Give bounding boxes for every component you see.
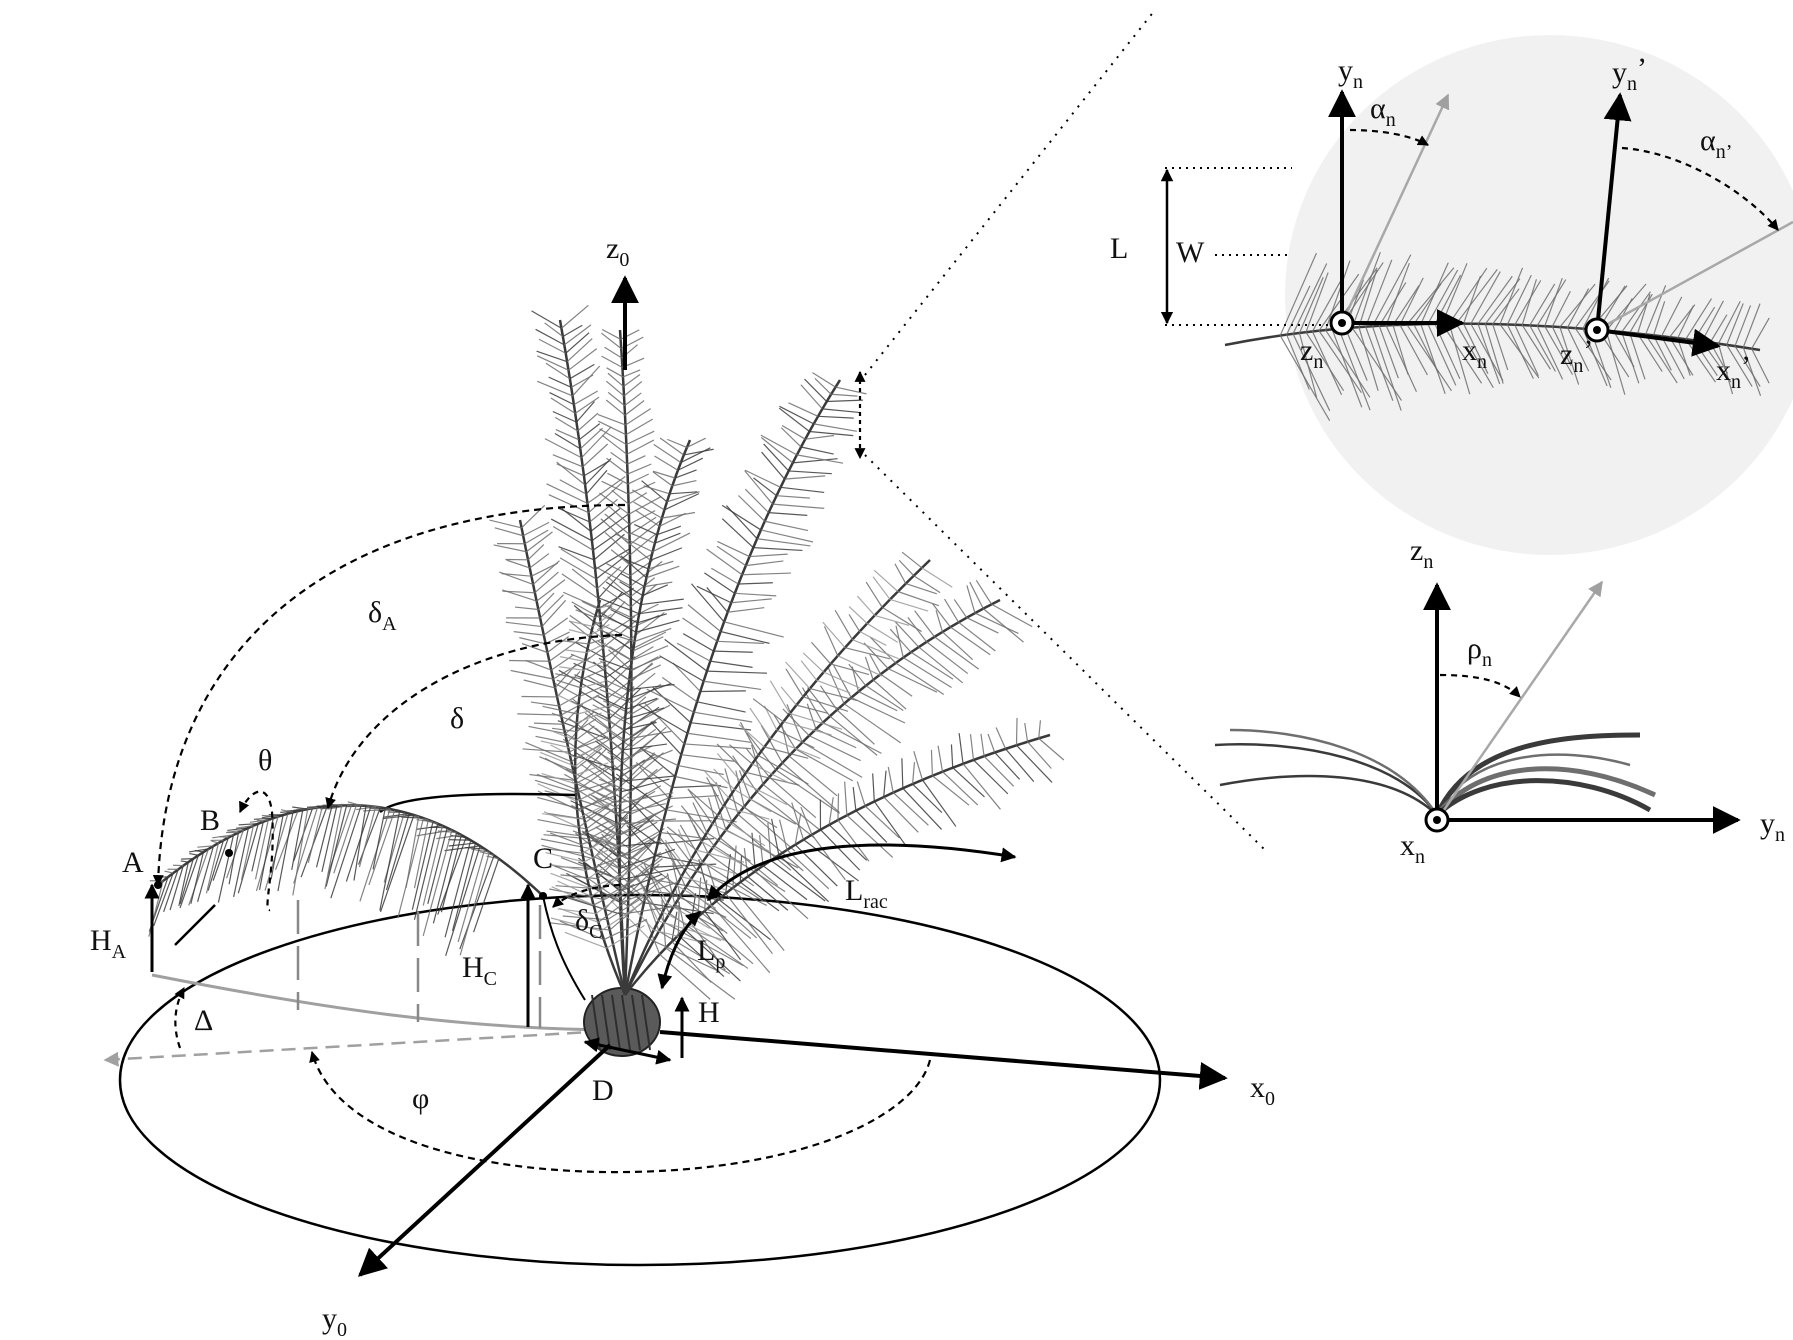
palm-tree-illustration bbox=[148, 304, 1065, 1057]
label-point-C: C bbox=[533, 842, 553, 875]
ground-curve bbox=[151, 973, 626, 1032]
label-W: W bbox=[1176, 236, 1205, 269]
crown-ellipse bbox=[118, 893, 1162, 1267]
dimension-annotations bbox=[144, 370, 1017, 1174]
point-A-dot bbox=[154, 881, 162, 889]
label-deltaA: δA bbox=[368, 596, 397, 635]
label-Lp: Lp bbox=[697, 934, 725, 973]
label-xn: xn bbox=[1462, 334, 1487, 373]
theta-arc bbox=[238, 790, 274, 912]
label-Lrac: Lrac bbox=[845, 874, 888, 913]
point-C-dot bbox=[539, 892, 547, 900]
label-theta: θ bbox=[258, 744, 272, 777]
label-L: L bbox=[1110, 232, 1128, 265]
label-deltaC: δC bbox=[575, 904, 602, 943]
projection-dashed bbox=[103, 1028, 626, 1067]
leaflet-cross-section-illustration bbox=[1214, 728, 1657, 817]
label-zn2: zn bbox=[1410, 534, 1433, 573]
rho-n-arc bbox=[1439, 673, 1521, 698]
label-Delta: Δ bbox=[194, 1004, 213, 1037]
label-y0: y0 bbox=[322, 1302, 347, 1340]
alpha-n-ref bbox=[1340, 93, 1450, 324]
label-yn: yn bbox=[1338, 54, 1363, 93]
leaflet-top-view bbox=[1160, 35, 1793, 555]
label-D: D bbox=[592, 1074, 614, 1107]
label-xn2: xn bbox=[1400, 829, 1425, 868]
ynp-axis bbox=[1595, 92, 1632, 331]
label-ynp: yn’ bbox=[1612, 52, 1647, 95]
labels: z0 x0 y0 δA δ θ A B C HA HC δC Lp Lrac H… bbox=[90, 52, 1785, 1340]
x0-axis bbox=[659, 1030, 1228, 1090]
label-xnp: xn’ bbox=[1716, 350, 1751, 393]
global-axes bbox=[357, 275, 1228, 1277]
label-HC: HC bbox=[462, 951, 497, 990]
Lrac-arrow bbox=[706, 843, 1017, 902]
label-yn2: yn bbox=[1760, 807, 1785, 846]
label-rhon: ρn bbox=[1467, 632, 1492, 671]
label-HA: HA bbox=[90, 924, 127, 963]
label-zn: zn bbox=[1300, 334, 1323, 373]
leaflet-cross-section bbox=[1214, 580, 1741, 834]
label-point-B: B bbox=[200, 804, 220, 837]
Lp-arrow bbox=[657, 910, 702, 990]
label-z0: z0 bbox=[606, 232, 629, 271]
label-x0: x0 bbox=[1250, 1071, 1275, 1110]
point-B-dot bbox=[225, 849, 233, 857]
alpha-np-arc bbox=[1621, 146, 1779, 231]
label-delta: δ bbox=[450, 702, 464, 735]
rho-n-ref bbox=[1435, 580, 1604, 821]
label-alphanp: αn’ bbox=[1700, 124, 1732, 163]
D-arrow bbox=[583, 1037, 672, 1065]
Delta-arc bbox=[174, 987, 185, 1049]
label-znp: zn’ bbox=[1560, 334, 1593, 377]
xnp-axis bbox=[1596, 328, 1721, 357]
phi-arc bbox=[309, 1050, 932, 1174]
alpha-np-ref bbox=[1596, 220, 1793, 332]
deltaC-arc bbox=[552, 883, 621, 908]
deltaA-arc bbox=[152, 503, 626, 887]
label-alphan: αn bbox=[1370, 92, 1396, 131]
zoom-guides bbox=[864, 9, 1266, 851]
label-H: H bbox=[698, 996, 720, 1029]
label-point-A: A bbox=[122, 846, 144, 879]
label-phi: φ bbox=[412, 1082, 429, 1115]
